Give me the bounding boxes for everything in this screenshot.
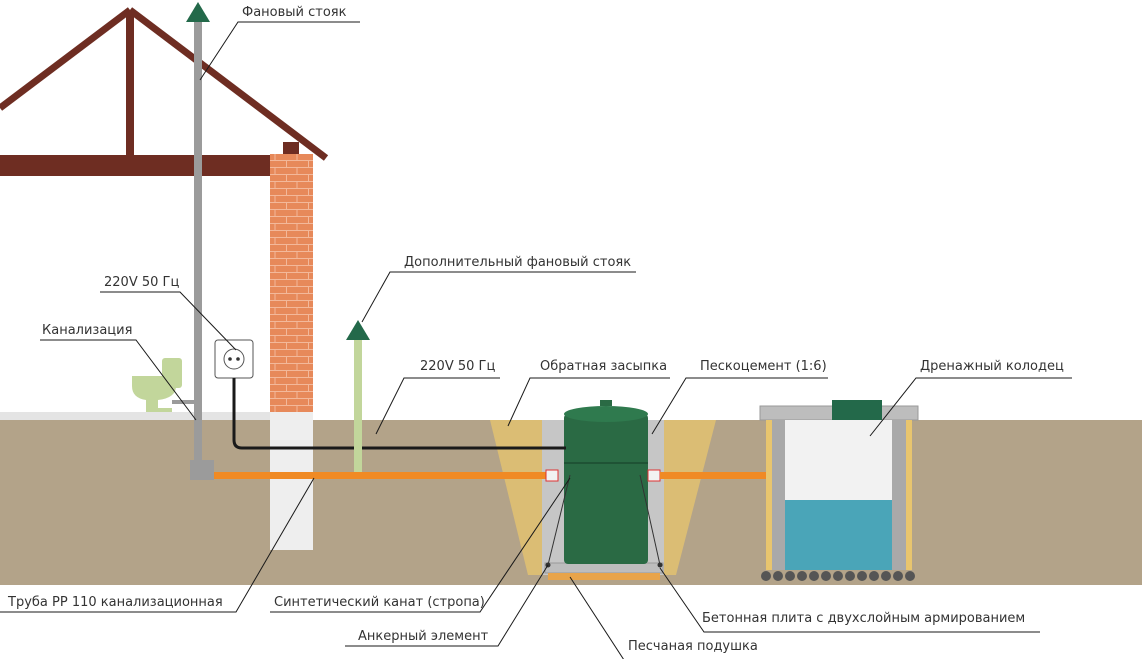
label-slab: Бетонная плита с двухслойным армирование…: [702, 611, 1025, 626]
pipe-collar-right: [647, 469, 661, 482]
outlet-pipe: [660, 472, 792, 479]
gravel: [761, 571, 915, 581]
ground-surface-left: [0, 412, 270, 420]
drain-well: [759, 400, 919, 570]
septic-tank: [564, 400, 648, 564]
brick-wall: [270, 154, 313, 412]
label-sand-cement: Пескоцемент (1:6): [700, 359, 827, 374]
concrete-slab: [544, 562, 664, 574]
roof-post: [126, 12, 134, 157]
power-socket-icon: [214, 339, 254, 379]
fan-riser-pipe: [194, 20, 202, 468]
water: [785, 500, 892, 570]
label-sand-cushion: Песчаная подушка: [628, 639, 758, 654]
chimney-cap: [283, 142, 299, 154]
label-rope: Синтетический канат (стропа): [274, 595, 485, 610]
anchor-right: [657, 562, 663, 568]
sand-cushion: [548, 573, 660, 580]
label-power-right: 220V 50 Гц: [420, 359, 495, 374]
backfill-left: [490, 420, 542, 575]
label-pipe: Труба PP 110 канализационная: [7, 595, 223, 610]
roof-rafter-right: [127, 7, 329, 161]
triangle-up-icon: [186, 2, 210, 22]
label-backfill: Обратная засыпка: [540, 359, 667, 374]
label-sewer: Канализация: [42, 323, 132, 338]
foundation: [270, 412, 313, 550]
label-anchor: Анкерный элемент: [358, 629, 489, 644]
label-extra-fan-riser: Дополнительный фановый стояк: [404, 255, 631, 270]
label-drain-well: Дренажный колодец: [920, 359, 1064, 374]
rope-left: [547, 474, 571, 566]
roof-rafter-left: [0, 7, 133, 111]
triangle-up-icon: [346, 320, 370, 340]
label-fan-riser: Фановый стояк: [242, 5, 347, 20]
roof-beam: [0, 155, 276, 176]
toilet-icon: [132, 358, 182, 412]
extra-vent-pipe: [354, 340, 362, 472]
leader-lines: [0, 21, 1072, 659]
sewer-pipe: [214, 472, 548, 479]
rope-right: [639, 474, 661, 566]
label-power-left: 220V 50 Гц: [104, 275, 179, 290]
pipe-collar-left: [545, 469, 559, 482]
power-cable: [232, 378, 566, 450]
backfill-right: [664, 420, 716, 575]
riser-elbow: [190, 460, 214, 480]
